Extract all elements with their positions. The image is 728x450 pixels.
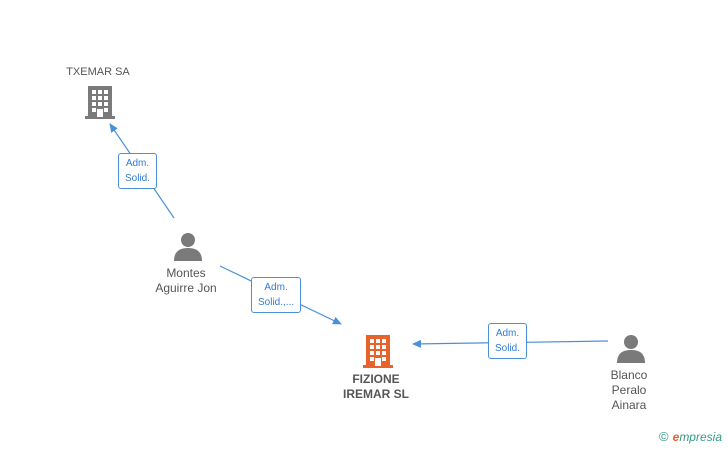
node-label-montes: Montes Aguirre Jon	[136, 266, 236, 296]
building-icon[interactable]	[84, 85, 116, 119]
edge-label-line: Adm.	[125, 158, 150, 169]
building-icon[interactable]	[362, 334, 394, 368]
edge-label-line: Solid.	[495, 343, 521, 354]
node-label-line: Montes	[166, 266, 206, 280]
node-label-line: Ainara	[611, 398, 647, 412]
node-label-line: TXEMAR SA	[66, 66, 130, 78]
node-label-fizione: FIZIONE IREMAR SL	[326, 372, 426, 402]
edge-label-montes-txemar[interactable]: Adm. Solid.	[118, 153, 158, 189]
node-label-line: IREMAR SL	[343, 387, 409, 401]
brand-e: e	[672, 429, 680, 444]
node-label-line: FIZIONE	[352, 372, 400, 386]
brand-rest: mpresia	[679, 429, 722, 444]
edge-label-line: Adm.	[495, 328, 520, 339]
edge-label-line: Adm.	[264, 282, 288, 293]
person-icon[interactable]	[616, 333, 646, 363]
edge-label-line: Solid.,...	[258, 297, 295, 308]
brand-logo: © empresia	[659, 429, 722, 444]
copyright-icon: ©	[659, 429, 669, 444]
node-label-line: Peralo	[611, 383, 647, 397]
node-label-line: Blanco	[610, 368, 648, 382]
node-label-line: Aguirre Jon	[155, 281, 217, 295]
brand-name: empresia	[673, 430, 722, 444]
node-label-txemar: TXEMAR SA	[48, 65, 148, 80]
node-label-blanco: Blanco Peralo Ainara	[589, 368, 669, 413]
edge-label-montes-fizione[interactable]: Adm. Solid.,...	[251, 277, 302, 313]
edge-label-line: Solid.	[125, 173, 151, 184]
edge-label-blanco-fizione[interactable]: Adm. Solid.	[488, 323, 528, 359]
person-icon[interactable]	[173, 231, 203, 261]
